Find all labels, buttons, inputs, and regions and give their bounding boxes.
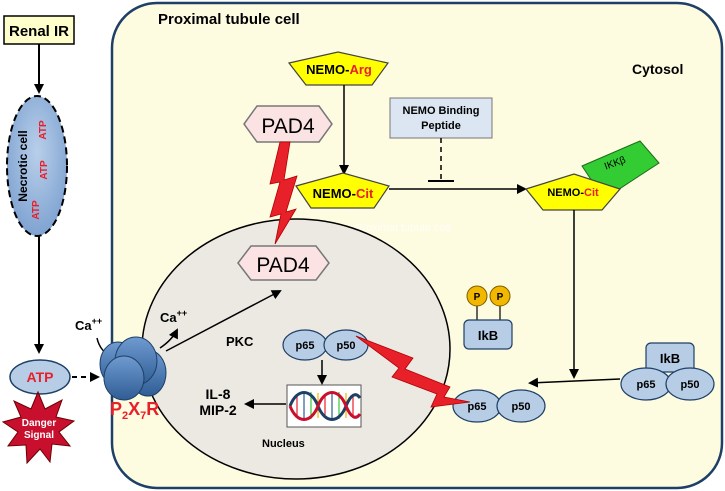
p50-cytosol-label: p50 xyxy=(512,401,531,413)
p65-complex-label: p65 xyxy=(637,379,656,391)
ikb-bound-label: IkB xyxy=(660,351,680,366)
nemo-binding-peptide-box xyxy=(389,97,493,139)
il8-label: IL-8 xyxy=(206,386,231,402)
p50-cytosol xyxy=(496,389,546,423)
phospho-p-1: P xyxy=(474,292,481,303)
p65-cytosol-label: p65 xyxy=(468,401,487,413)
cell-title: Proximal tubule cell xyxy=(158,11,300,28)
nemo-cit-complex-pentagon xyxy=(524,173,622,211)
nemo-cit-pentagon xyxy=(295,172,390,209)
p50-complex xyxy=(665,367,715,401)
ikb-bound xyxy=(645,342,695,373)
lightning-bolt-nfkb xyxy=(355,335,471,408)
nucleus-label: Nucleus xyxy=(262,438,305,450)
pad4-nuclear-label: PAD4 xyxy=(256,254,310,277)
necrotic-cell xyxy=(6,95,68,237)
danger-signal-star xyxy=(1,390,76,465)
atp-label-1: ATP xyxy=(38,120,49,140)
pad4-nuclear xyxy=(237,245,330,281)
phospho-ikb xyxy=(463,285,513,350)
phospho-ikb-label: IkB xyxy=(478,328,498,343)
pkc-label: PKC xyxy=(226,334,254,349)
nemo-cit-complex-label: NEMO-Cit xyxy=(547,187,599,199)
ca-inside-arrow xyxy=(159,328,178,349)
phospho-p-2: P xyxy=(497,292,504,303)
p65-nuclear-label: p65 xyxy=(296,340,315,352)
danger-line-2: Signal xyxy=(24,430,54,441)
peptide-line-2: Peptide xyxy=(421,120,461,132)
atp-left-label: ATP xyxy=(27,369,54,385)
p2x7r-receptor xyxy=(99,336,167,401)
atp-label-3: ATP xyxy=(31,200,42,220)
pad4-cytosolic xyxy=(243,105,333,143)
nemo-arg-pentagon xyxy=(287,51,390,86)
atp-molecule xyxy=(9,359,71,395)
p50-nuclear-label: p50 xyxy=(337,340,356,352)
p50-complex-label: p50 xyxy=(681,379,700,391)
pad4-cytosolic-label: PAD4 xyxy=(261,115,315,138)
ca-inside-label: Ca++ xyxy=(160,308,187,325)
mip2-label: MIP-2 xyxy=(199,402,237,418)
danger-line-1: Danger xyxy=(22,418,57,429)
dna-helix xyxy=(286,384,362,428)
nemo-cit-label: NEMO-Cit xyxy=(313,186,374,201)
renal-ir-label: Renal IR xyxy=(9,23,69,40)
watermark: Proximal tubule cell xyxy=(355,222,450,234)
necrotic-cell-label: Necrotic cell xyxy=(16,130,30,201)
peptide-line-1: NEMO Binding xyxy=(403,105,480,117)
cytosol-label: Cytosol xyxy=(632,61,683,77)
ca-outside-label: Ca++ xyxy=(75,316,102,333)
arrow-receptor-to-pad4 xyxy=(165,290,282,352)
atp-label-2: ATP xyxy=(39,160,50,180)
p2x7r-label: P2X7R xyxy=(110,399,159,422)
nemo-arg-label: NEMO-Arg xyxy=(306,62,372,77)
lightning-bolt-pad4 xyxy=(269,141,298,245)
arrow-release xyxy=(528,377,621,388)
